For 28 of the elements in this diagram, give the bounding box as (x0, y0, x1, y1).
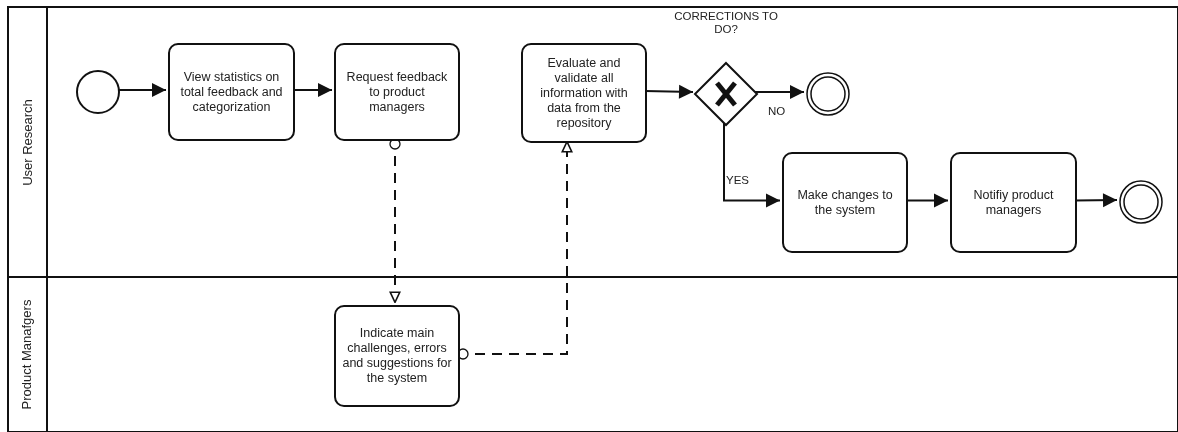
sequence-flow-arrow (723, 122, 781, 208)
task-text: View statistics on total feedback and categorization (179, 69, 284, 115)
sequence-flow-arrow (754, 85, 805, 99)
task-box (334, 43, 460, 141)
task-box (168, 43, 295, 141)
sequence-flow-arrow (117, 83, 167, 97)
sequence-flow-arrow (1074, 193, 1118, 208)
edge-label: YES (725, 174, 750, 187)
task-box (521, 43, 647, 143)
sequence-flow-arrow (644, 84, 694, 99)
task-text: Make changes to the system (796, 187, 894, 218)
task-box (950, 152, 1077, 253)
gateway-question: CORRECTIONS TO DO? (673, 10, 779, 36)
task-text: Evaluate and validate all information with data from the repository (539, 55, 629, 131)
sequence-flow-arrow (292, 83, 333, 97)
lane-title: Product Manafgers (19, 299, 35, 410)
sequence-flow-arrow (905, 193, 949, 208)
task-text: Request feedback to product managers (345, 69, 449, 115)
edge-label: NO (767, 105, 787, 118)
lane-title: User Research (19, 98, 35, 186)
task-text: Notifiy product managers (972, 187, 1055, 218)
message-flow-arrow (389, 138, 401, 304)
message-flow-arrow (457, 140, 573, 360)
task-text: Indicate main challenges, errors and suggestions for the system (342, 326, 452, 386)
swimlane (7, 276, 1178, 432)
task-box (782, 152, 908, 253)
task-box (334, 305, 460, 407)
swimlane (7, 6, 1178, 278)
